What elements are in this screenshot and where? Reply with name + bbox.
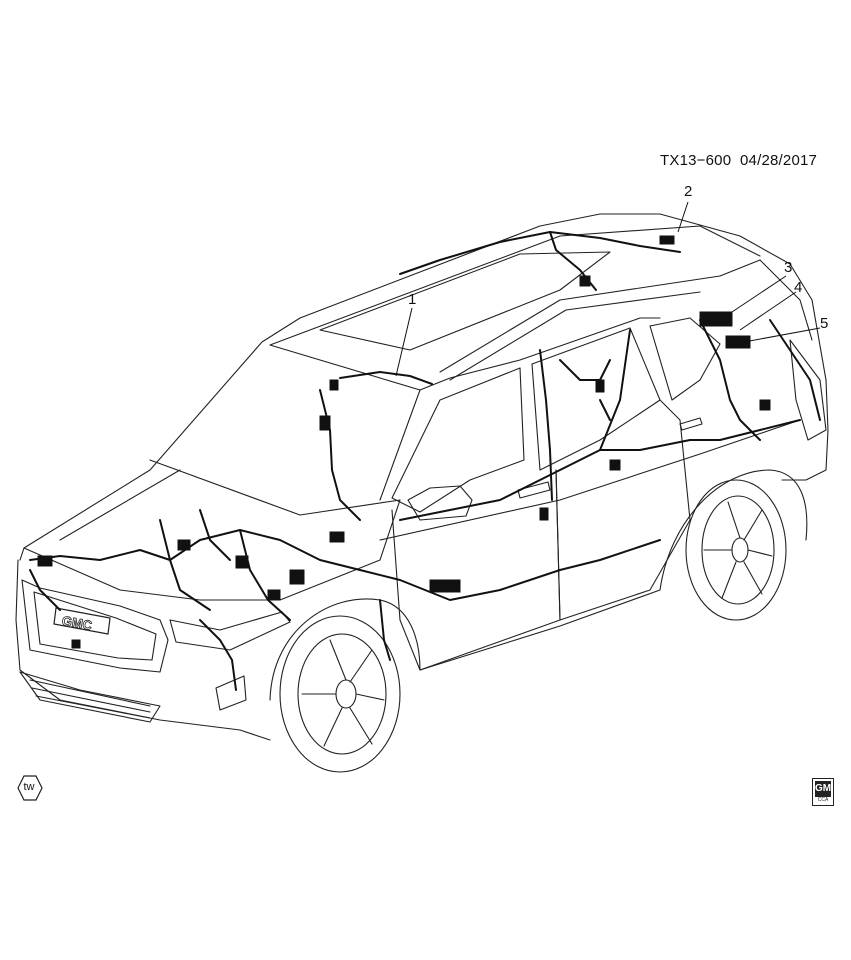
lower-grille [19,671,161,723]
front-wheel-spokes [301,639,385,747]
connector [579,275,591,287]
floor-harness [359,539,661,601]
rear-wheel-tire [685,479,787,621]
callout-leaders [395,201,821,377]
a-pillar-harness [319,389,361,521]
a-pillar [419,317,661,391]
tw-badge-icon [17,775,43,801]
callout-4-leader [739,291,797,331]
lower-grille-bars [29,679,151,719]
connector [71,639,81,649]
rear-door-handle [679,417,703,431]
connector [725,335,751,349]
fog-lamp [215,675,247,711]
rear-wheel-rim [701,495,775,605]
gm-logo-mark: GM [815,781,831,797]
quarter-harness [699,319,761,441]
hood-crease [59,469,181,541]
b-pillar-harness [539,349,553,501]
hood-outline [23,499,401,601]
quarter-window [649,317,721,401]
rear-wheel-spokes [703,501,773,599]
sunroof-panel [319,251,611,351]
front-fascia [15,559,271,741]
engine-harness-branch-1 [159,519,211,611]
front-door-window [391,367,525,513]
callout-5: 5 [820,315,829,332]
front-door-outline [391,469,561,671]
headliner-harness [339,371,433,385]
roof-line [269,225,761,346]
liftgate-edge [759,259,813,341]
windshield-side [379,389,421,501]
connector [289,569,305,585]
connector [329,379,339,391]
connectors [37,235,771,649]
callout-3-leader [725,275,787,317]
gm-logo-caption: CCA [817,797,829,803]
front-door-handle [517,481,551,499]
fender-harness [379,599,391,661]
connector [609,459,621,471]
front-wheel-hub [335,679,357,709]
connector [319,415,331,431]
callout-1: 1 [408,291,417,308]
callout-2: 2 [684,183,693,200]
grille-inner [33,591,157,661]
connector [37,555,53,567]
body-outline [19,213,829,561]
front-wheel-arch [269,598,421,701]
rear-door-window [531,327,661,471]
connector [539,507,549,521]
roof-rail [439,259,761,373]
side-mirror [407,485,473,521]
rear-door-harness [559,359,611,421]
reference-code: TX13−600 [660,152,732,169]
body-side-line [379,419,801,541]
diagram-reference: TX13−600 04/28/2017 [660,152,817,169]
callout-4: 4 [794,279,803,296]
rear-body-harness [689,419,801,441]
connector [235,555,249,569]
headlamp [169,611,291,651]
rocker-panel [419,589,661,671]
callout-1-leader [395,307,413,377]
windshield-base [149,459,401,516]
front-wheel-tire [279,615,401,773]
reference-date: 04/28/2017 [740,152,818,169]
connector [659,235,675,245]
rear-door-outline [555,399,691,621]
bumper-harness [29,569,237,691]
tw-badge-label: tw [23,781,35,793]
engine-harness-branch-2 [239,529,291,621]
c-pillar-harness [599,329,631,451]
grille-emblem: GMC [53,607,111,635]
windshield-top [269,344,421,391]
wiring-harnesses [29,231,821,691]
body-harness [399,439,691,521]
front-wheel-rim [297,633,387,755]
connector [759,399,771,411]
connector [429,579,461,593]
roof-harness [399,231,681,275]
rear-lamp [789,339,827,441]
rear-wheel-hub [731,537,749,563]
rear-wheel-arch [659,469,808,591]
connector [329,531,345,543]
roof-rail-lower [449,291,701,381]
gm-logo: GM CCA [812,778,834,806]
callout-5-leader [743,327,821,343]
grille-emblem-text: GMC [61,613,94,633]
connector [595,379,605,393]
engine-harness-branch-3 [199,509,231,561]
grille [21,579,169,673]
connector [177,539,191,551]
connector [267,589,281,601]
callout-2-leader [677,201,689,233]
callout-3: 3 [784,259,793,276]
engine-harness [29,529,361,571]
connector [699,311,733,327]
